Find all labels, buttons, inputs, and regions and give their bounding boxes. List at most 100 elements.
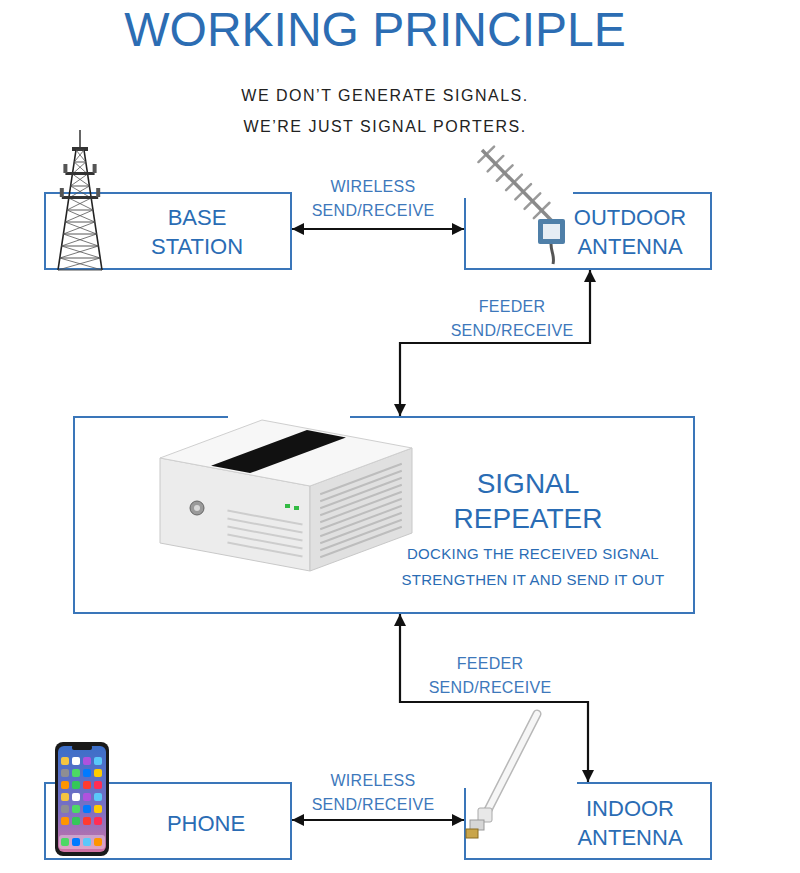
repeater-illustration-part	[320, 513, 402, 543]
phone-illustration-part	[61, 757, 69, 765]
repeater-illustration-part	[228, 519, 303, 533]
repeater-illustration-part	[320, 520, 402, 550]
tower-illustration-part	[67, 210, 93, 211]
tower-illustration-part	[72, 174, 87, 175]
phone-illustration-part	[83, 769, 91, 777]
yagi-antenna-illustration-part	[488, 156, 504, 171]
repeater-illustration-part	[285, 504, 290, 508]
repeater-illustration-part	[194, 505, 200, 511]
yagi-antenna-illustration-part	[482, 150, 553, 222]
repeater-illustration-part	[320, 527, 402, 557]
phone-illustration-part	[94, 793, 102, 801]
tower-illustration-part	[63, 234, 96, 235]
component-box: PHONE	[44, 782, 292, 860]
phone-illustration	[55, 742, 109, 856]
phone-illustration-part	[59, 835, 105, 849]
yagi-antenna-illustration-part	[538, 219, 565, 244]
repeater-illustration-part	[320, 492, 402, 522]
phone-illustration-part	[72, 817, 80, 825]
repeater-illustration-part	[320, 485, 402, 515]
tower-illustration-part	[76, 150, 84, 151]
tower-illustration-part	[72, 162, 85, 174]
tower-illustration-part	[65, 210, 93, 222]
whip-antenna-illustration-part	[466, 829, 478, 838]
phone-illustration-part	[72, 793, 80, 801]
tower-illustration-part	[71, 174, 88, 186]
repeater-illustration-part	[320, 478, 402, 508]
tower-illustration-part	[74, 162, 86, 163]
tower-illustration-part	[79, 130, 81, 150]
phone-illustration-part	[83, 757, 91, 765]
connector-label: FEEDER SEND/RECEIVE	[420, 652, 560, 700]
yagi-antenna-illustration	[478, 147, 565, 264]
phone-illustration-part	[72, 805, 80, 813]
repeater-illustration-part	[211, 430, 346, 473]
yagi-antenna-illustration-part	[534, 203, 550, 218]
phone-illustration-part	[83, 817, 91, 825]
tower-illustration-part	[69, 198, 93, 210]
repeater-illustration	[160, 420, 412, 571]
tower-illustration-part	[65, 222, 95, 223]
tower-illustration-part	[63, 234, 98, 246]
repeater-illustration-part	[228, 527, 303, 541]
tower-illustration-part	[63, 164, 67, 173]
phone-illustration-part	[83, 805, 91, 813]
yagi-antenna-illustration-part	[525, 193, 541, 208]
repeater-illustration-part	[190, 501, 204, 515]
phone-illustration-part	[61, 817, 69, 825]
phone-illustration-part	[72, 838, 80, 846]
repeater-illustration-part	[320, 506, 402, 536]
phone-illustration-part	[61, 769, 69, 777]
tower-illustration-part	[62, 196, 98, 199]
box-heading: PHONE	[146, 809, 266, 838]
phone-illustration-part	[61, 838, 69, 846]
phone-illustration-part	[83, 838, 91, 846]
repeater-illustration-part	[228, 535, 303, 549]
tower-illustration-part	[62, 234, 97, 246]
tower-illustration-part	[60, 246, 99, 258]
connector-label: WIRELESS SEND/RECEIVE	[303, 175, 443, 223]
box-heading: OUTDOOR ANTENNA	[565, 203, 695, 261]
tower-illustration-part	[74, 150, 84, 162]
phone-illustration-part	[72, 745, 92, 750]
connector-label: FEEDER SEND/RECEIVE	[442, 295, 582, 343]
box-heading: INDOOR ANTENNA	[565, 794, 695, 852]
tower-illustration-part	[65, 172, 94, 175]
tower-illustration-part	[84, 150, 102, 270]
tower-illustration-part	[60, 258, 100, 259]
whip-antenna-illustration-part	[487, 714, 537, 812]
whip-antenna-illustration	[466, 714, 537, 838]
repeater-illustration-part	[320, 471, 402, 501]
tower-illustration-part	[76, 150, 86, 162]
phone-illustration-part	[94, 817, 102, 825]
tower-illustration-part	[72, 174, 89, 186]
tower-illustration-part	[67, 210, 95, 222]
phone-illustration-part	[55, 742, 109, 856]
tagline-text: WE DON’T GENERATE SIGNALS.	[175, 84, 595, 108]
phone-illustration-part	[94, 805, 102, 813]
box-description: DOCKING THE RECEIVED SIGNAL STRENGTHEN I…	[374, 541, 692, 593]
phone-illustration-part	[72, 757, 80, 765]
repeater-illustration-part	[310, 448, 412, 571]
repeater-illustration-part	[228, 511, 303, 525]
tower-illustration-part	[62, 246, 99, 247]
yagi-antenna-illustration-part	[478, 147, 494, 162]
repeater-illustration-part	[294, 506, 299, 510]
phone-illustration-part	[61, 805, 69, 813]
tower-illustration-part	[69, 198, 91, 199]
connector-label: WIRELESS SEND/RECEIVE	[303, 769, 443, 817]
yagi-antenna-illustration-part	[551, 244, 554, 264]
repeater-illustration-part	[320, 464, 402, 494]
yagi-antenna-illustration-part	[543, 224, 560, 239]
component-box: INDOOR ANTENNA	[464, 782, 712, 860]
diagram-title: WORKING PRINCIPLE	[100, 4, 650, 56]
whip-antenna-illustration-part	[478, 808, 492, 822]
phone-illustration-part	[94, 757, 102, 765]
phone-illustration-part	[83, 793, 91, 801]
repeater-illustration-part	[160, 420, 412, 486]
tower-illustration-part	[71, 186, 90, 187]
tower-illustration-part	[65, 222, 96, 234]
component-box: BASE STATION	[44, 192, 292, 270]
phone-illustration-part	[94, 769, 102, 777]
